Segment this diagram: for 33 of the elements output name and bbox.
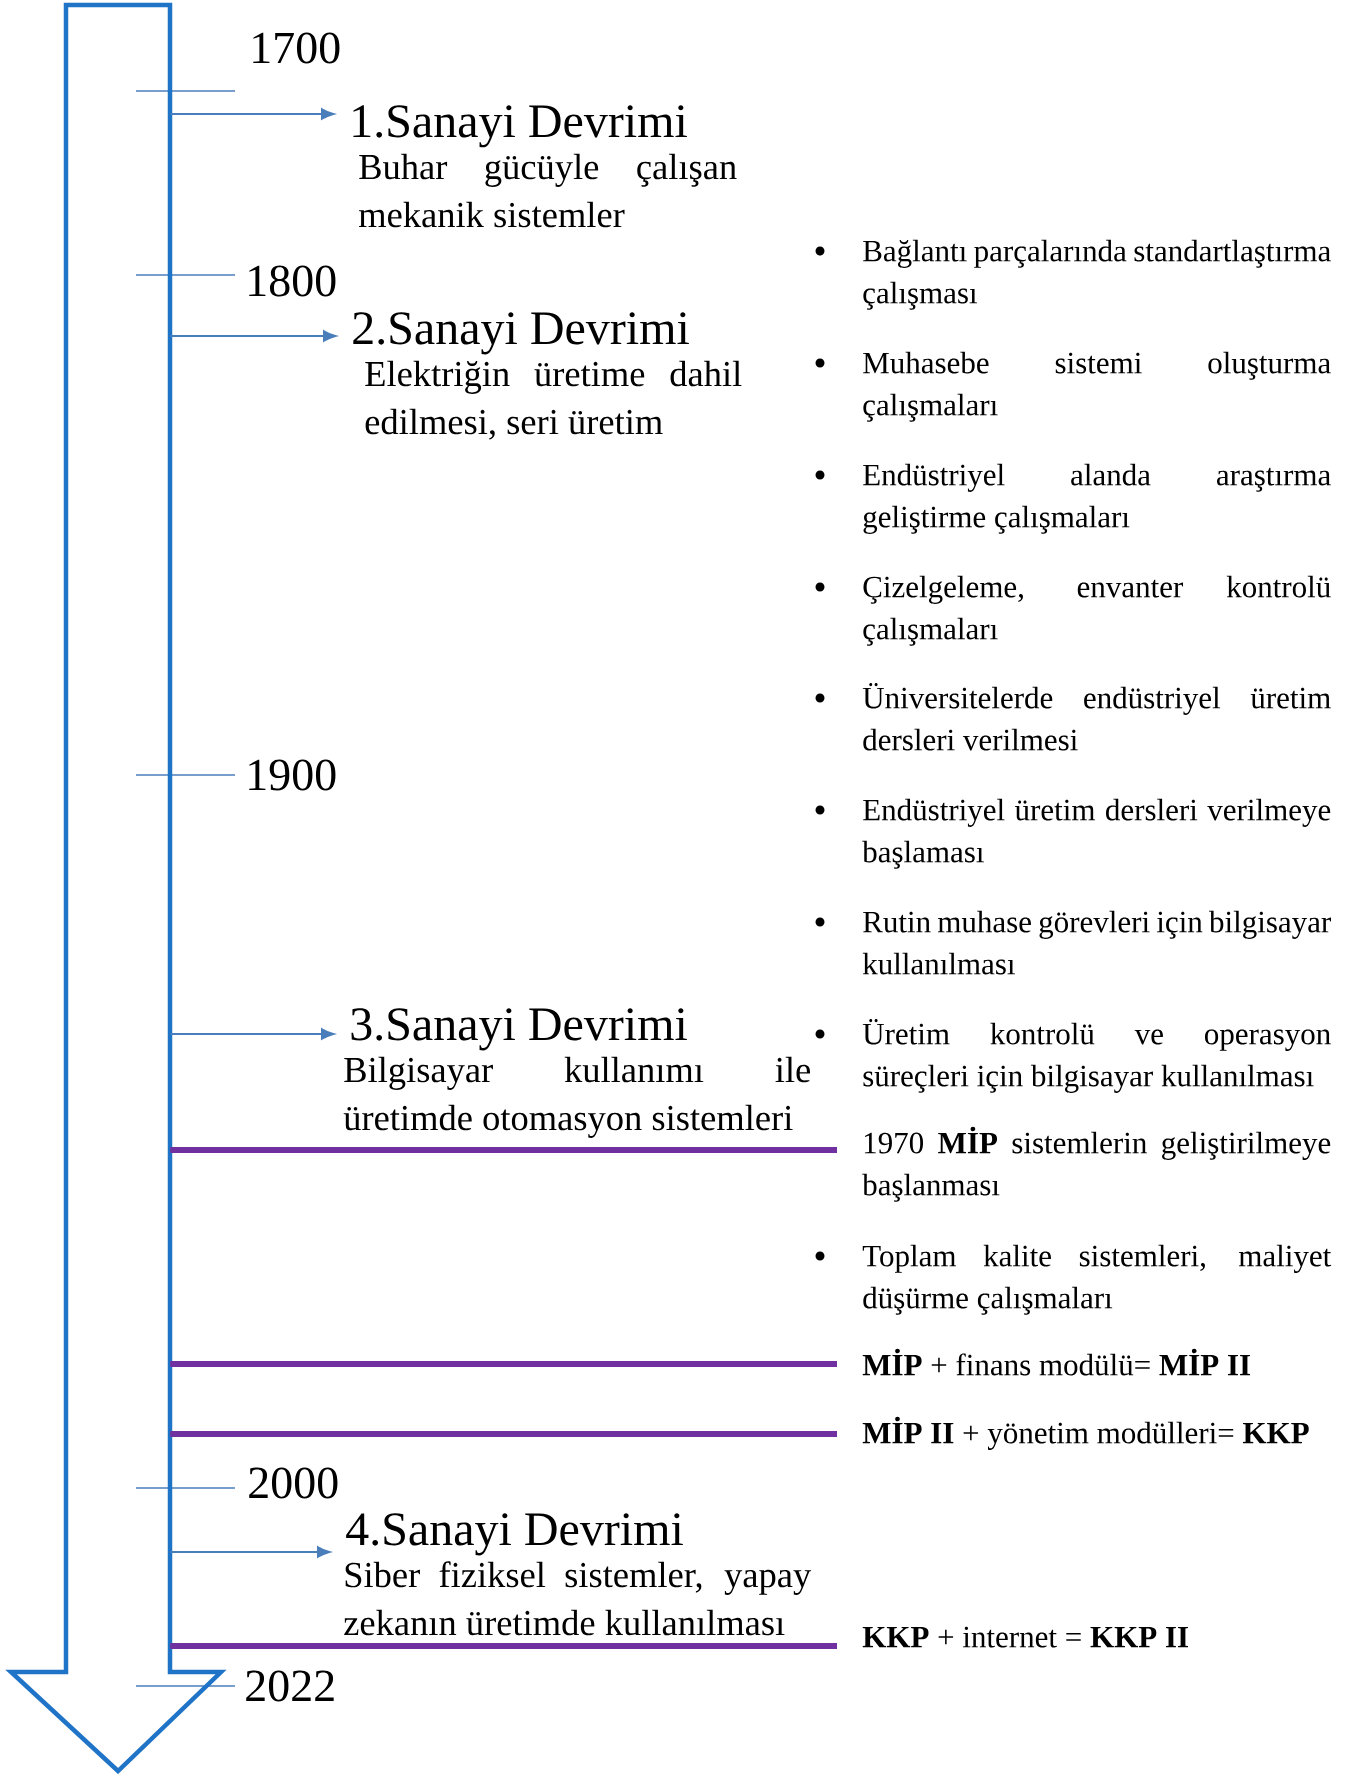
timeline-arrow	[5, 2, 227, 1774]
description: Siber fiziksel sistemler, yapay zekanın üretimde kullanılması	[344, 1561, 812, 1636]
bullet-text: Rutin muhase görevleri için bilgisayar kullanılması	[862, 910, 1331, 975]
bullet-text: Muhasebe sistemi oluşturma çalışmaları	[863, 351, 1331, 422]
milestone-text: MİP II + yönetim modülleri= KKP	[862, 1416, 1309, 1450]
connector-line	[170, 1361, 837, 1367]
bullet-text: Toplam kalite sistemleri, maliyet düşürme çalışmaları	[862, 1244, 1332, 1315]
year-label: 2000	[249, 1467, 338, 1499]
bullet-text: Çizelgeleme, envanter kontrolü çalışmaları	[863, 575, 1331, 646]
bullet-text: Bağlantı parçalarında standartlaştırma çalışması	[863, 239, 1331, 310]
arrow	[169, 108, 335, 120]
bullet-text: Üretim kontrolü ve operasyon süreçleri için bilgisayar kullanılması	[862, 1019, 1331, 1093]
milestone-text: 1970 MİP sistemlerin geliştirilmeye başlanması	[862, 1126, 1331, 1202]
description: Elektriğin üretime dahil edilmesi, seri üretim	[365, 360, 742, 440]
arrow	[169, 330, 337, 342]
milestone-text: KKP + internet = KKP II	[862, 1626, 1188, 1648]
bullet-text: Endüstriyel üretim dersleri verilmeye başlaması	[862, 798, 1331, 869]
bullet-text: Endüstriyel alanda araştırma geliştirme çalışmaları	[863, 463, 1331, 534]
heading: 2.Sanayi Devrimi	[353, 312, 689, 355]
description: Bilgisayar kullanımı ile üretimde otomasyon sistemleri	[343, 1056, 810, 1138]
arrow	[169, 1028, 335, 1040]
description: Buhar gücüyle çalışan mekanik sistemler	[358, 153, 737, 228]
connector-line	[170, 1643, 837, 1649]
milestone-text: MİP + finans modülü= MİP II	[862, 1348, 1250, 1376]
year-label: 1800	[249, 265, 336, 297]
year-label: 2022	[246, 1670, 334, 1702]
connector-line	[170, 1431, 837, 1437]
bullet-text: Üniversitelerde endüstriyel üretim dersleri verilmesi	[862, 683, 1331, 751]
heading: 3.Sanayi Devrimi	[351, 1008, 687, 1051]
heading: 4.Sanayi Devrimi	[346, 1513, 683, 1556]
heading: 1.Sanayi Devrimi	[353, 105, 687, 148]
connector-line	[170, 1147, 837, 1153]
arrow	[169, 1546, 331, 1558]
